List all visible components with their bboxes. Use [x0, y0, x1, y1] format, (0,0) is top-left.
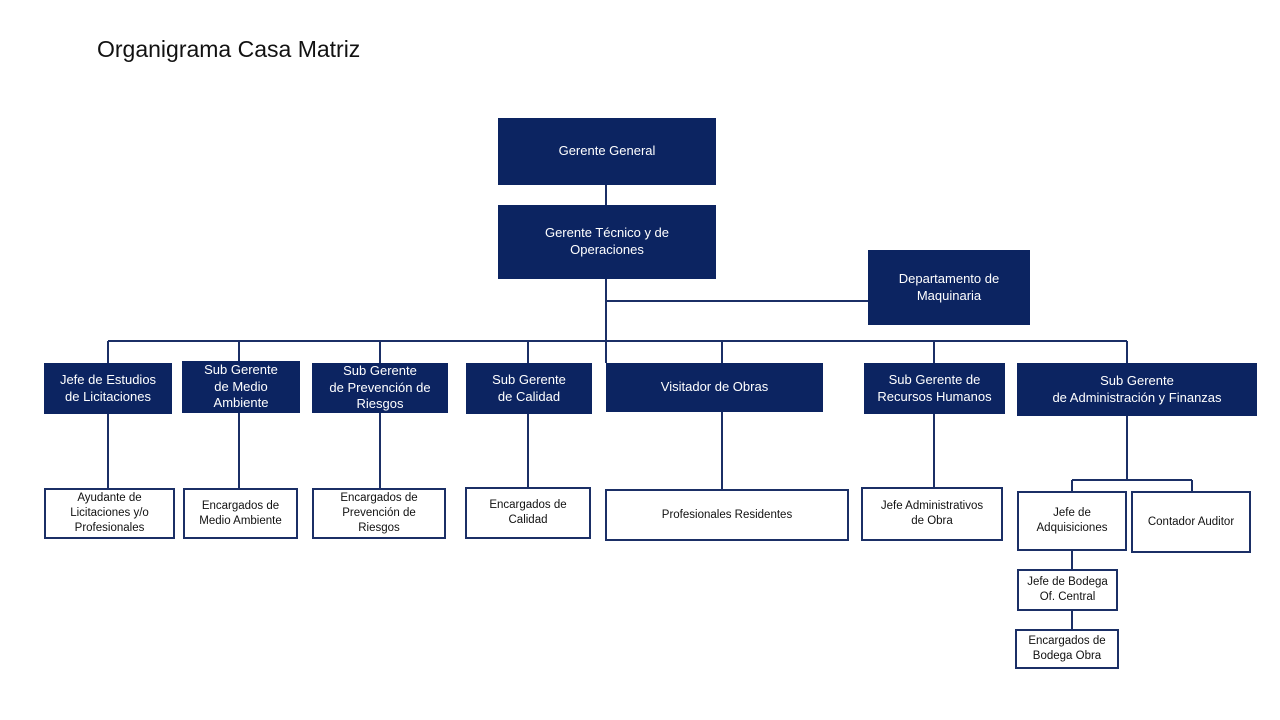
node-encargados-prevencion-riesgos: Encargados de Prevención de Riesgos — [312, 488, 446, 539]
node-departamento-maquinaria: Departamento de Maquinaria — [868, 250, 1030, 325]
node-encargados-bodega-obra: Encargados de Bodega Obra — [1015, 629, 1119, 669]
node-jefe-adquisiciones: Jefe de Adquisiciones — [1017, 491, 1127, 551]
node-encargados-medio-ambiente: Encargados de Medio Ambiente — [183, 488, 298, 539]
node-gerente-tecnico: Gerente Técnico y de Operaciones — [498, 205, 716, 279]
node-sub-gerente-medio-ambiente: Sub Gerente de Medio Ambiente — [182, 361, 300, 413]
node-sub-gerente-prevencion-riesgos: Sub Gerente de Prevención de Riesgos — [312, 363, 448, 413]
node-gerente-general: Gerente General — [498, 118, 716, 185]
node-profesionales-residentes: Profesionales Residentes — [605, 489, 849, 541]
node-jefe-bodega-central: Jefe de Bodega Of. Central — [1017, 569, 1118, 611]
node-jefe-estudios-licitaciones: Jefe de Estudios de Licitaciones — [44, 363, 172, 414]
node-sub-gerente-calidad: Sub Gerente de Calidad — [466, 363, 592, 414]
node-sub-gerente-administracion-finanzas: Sub Gerente de Administración y Finanzas — [1017, 363, 1257, 416]
node-encargados-calidad: Encargados de Calidad — [465, 487, 591, 539]
node-jefe-administrativos-obra: Jefe Administrativos de Obra — [861, 487, 1003, 541]
node-contador-auditor: Contador Auditor — [1131, 491, 1251, 553]
page-title: Organigrama Casa Matriz — [97, 36, 361, 62]
node-visitador-obras: Visitador de Obras — [606, 363, 823, 412]
node-sub-gerente-recursos-humanos: Sub Gerente de Recursos Humanos — [864, 363, 1005, 414]
node-ayudante-licitaciones: Ayudante de Licitaciones y/o Profesional… — [44, 488, 175, 539]
